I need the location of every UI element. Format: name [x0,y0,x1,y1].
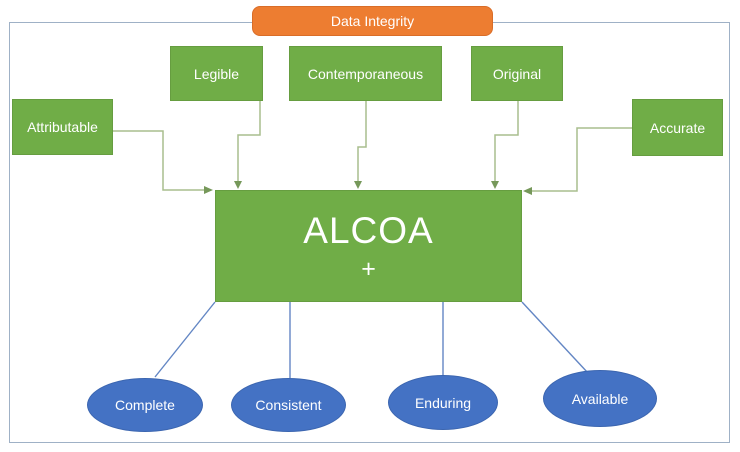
attributable-label: Attributable [27,119,98,135]
contemporaneous-label: Contemporaneous [307,65,424,82]
node-attributable: Attributable [12,99,113,155]
connector-original-alcoa [494,101,519,182]
node-enduring: Enduring [388,375,498,430]
arrowhead-attributable [204,186,213,194]
arrowhead-legible [234,181,242,189]
node-data-integrity: Data Integrity [252,6,493,36]
node-legible: Legible [170,46,263,101]
node-consistent: Consistent [231,378,346,432]
connector-contemporaneous-alcoa [357,101,367,182]
arrowhead-original [491,181,499,189]
available-label: Available [571,390,629,407]
enduring-label: Enduring [414,394,472,411]
arrowhead-contemporaneous [354,181,362,189]
accurate-label: Accurate [649,119,706,136]
consistent-label: Consistent [255,397,322,413]
node-contemporaneous: Contemporaneous [289,46,442,101]
connector-legible-alcoa [237,101,261,182]
complete-label: Complete [115,397,175,413]
data-integrity-label: Data Integrity [330,13,415,29]
connector-alcoa-complete [154,301,216,378]
node-original: Original [471,46,563,101]
connector-alcoa-available [521,301,589,374]
original-label: Original [492,65,542,82]
node-accurate: Accurate [632,99,723,156]
node-alcoa: ALCOA + [215,190,522,302]
alcoa-plus-label: + [361,255,376,283]
connector-accurate-alcoa [532,127,632,192]
arrowhead-accurate [523,187,532,195]
connector-attributable-alcoa [113,130,204,191]
legible-label: Legible [193,65,240,82]
node-complete: Complete [87,378,203,432]
alcoa-label: ALCOA [303,210,434,251]
node-available: Available [543,370,657,427]
